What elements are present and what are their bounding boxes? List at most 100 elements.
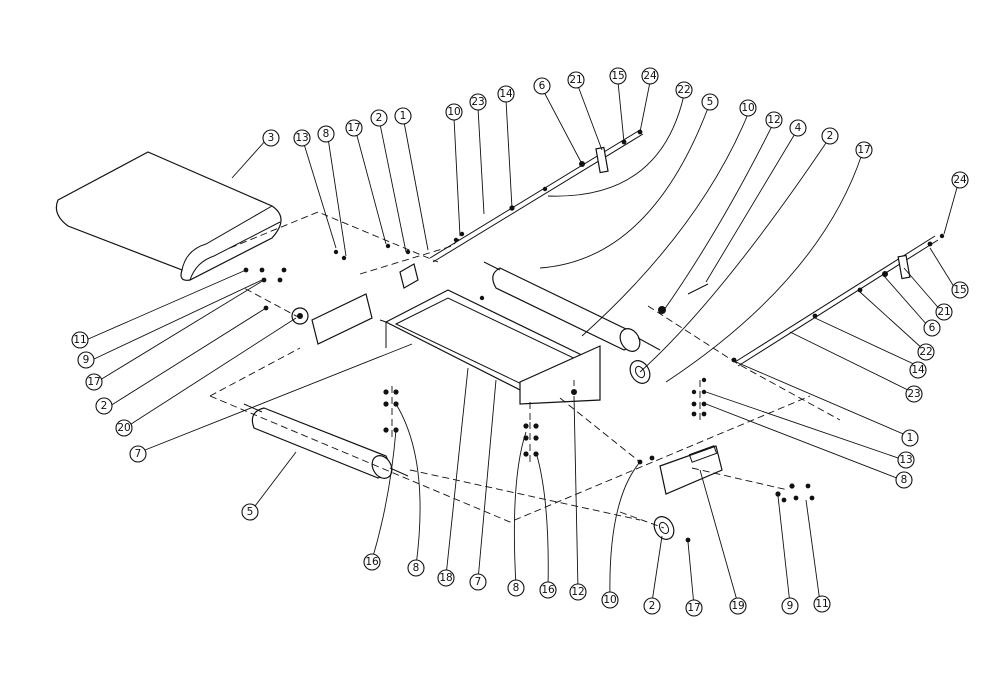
callout-13: 13: [293, 129, 311, 147]
right-bracket: [659, 445, 723, 495]
upper-tension-rod: [429, 129, 644, 263]
callout-8: 8: [895, 471, 913, 489]
svg-text:13: 13: [899, 454, 912, 466]
adjust-bolt: [658, 283, 709, 314]
callout-1: 1: [901, 429, 919, 447]
callout-15: 15: [951, 281, 969, 299]
svg-text:1: 1: [907, 432, 914, 444]
callout-2: 2: [370, 109, 388, 127]
svg-text:5: 5: [707, 96, 714, 108]
callout-21: 21: [567, 71, 585, 89]
right-tension-rod: [734, 233, 945, 367]
svg-text:24: 24: [953, 174, 967, 186]
callout-8: 8: [317, 125, 335, 143]
callout-6: 6: [533, 77, 551, 95]
svg-text:19: 19: [731, 600, 744, 612]
svg-text:11: 11: [815, 598, 828, 610]
svg-text:2: 2: [827, 130, 834, 142]
callout-5: 5: [701, 93, 719, 111]
svg-text:6: 6: [539, 80, 546, 92]
callout-24: 24: [951, 171, 969, 189]
callout-11: 11: [71, 331, 89, 349]
callout-17: 17: [85, 373, 103, 391]
callout-2: 2: [821, 127, 839, 145]
callout-22: 22: [917, 343, 935, 361]
conveyor-belt: [55, 151, 282, 281]
callout-21: 21: [935, 303, 953, 321]
callouts: 3 13 8 17 2 1 10 23 14 6 21 15 24 22 5 1…: [71, 67, 969, 617]
fasteners: [243, 231, 815, 543]
callout-17: 17: [855, 141, 873, 159]
callout-23: 23: [905, 385, 923, 403]
callout-2: 2: [643, 597, 661, 615]
svg-text:12: 12: [571, 586, 584, 598]
callout-17: 17: [685, 599, 703, 617]
svg-text:17: 17: [347, 122, 360, 134]
svg-text:16: 16: [541, 584, 555, 596]
svg-text:17: 17: [87, 376, 100, 388]
svg-text:24: 24: [643, 70, 657, 82]
svg-text:15: 15: [611, 70, 624, 82]
lower-roller: [243, 403, 409, 479]
callout-18: 18: [437, 569, 455, 587]
svg-text:16: 16: [365, 556, 379, 568]
svg-text:10: 10: [447, 106, 460, 118]
svg-text:7: 7: [475, 576, 482, 588]
callout-12: 12: [569, 583, 587, 601]
svg-text:6: 6: [929, 322, 936, 334]
platen-bed: [379, 289, 601, 405]
callout-3: 3: [262, 129, 280, 147]
callout-23: 23: [469, 93, 487, 111]
callout-12: 12: [765, 111, 783, 129]
svg-text:20: 20: [117, 422, 130, 434]
upper-roller: [483, 261, 661, 352]
callout-1: 1: [394, 107, 412, 125]
callout-15: 15: [609, 67, 627, 85]
svg-text:3: 3: [268, 132, 275, 144]
center-bracket: [399, 263, 419, 289]
callout-7: 7: [469, 573, 487, 591]
callout-8: 8: [407, 559, 425, 577]
svg-text:21: 21: [937, 306, 950, 318]
svg-text:12: 12: [767, 114, 780, 126]
svg-text:8: 8: [513, 582, 520, 594]
callout-10: 10: [601, 591, 619, 609]
callout-24: 24: [641, 67, 659, 85]
callout-19: 19: [729, 597, 747, 615]
callout-10: 10: [445, 103, 463, 121]
svg-text:1: 1: [400, 110, 407, 122]
svg-text:4: 4: [795, 122, 802, 134]
svg-text:10: 10: [741, 102, 754, 114]
callout-9: 9: [77, 351, 95, 369]
left-bracket: [291, 293, 373, 345]
callout-8: 8: [507, 579, 525, 597]
svg-text:15: 15: [953, 284, 966, 296]
svg-text:9: 9: [83, 354, 90, 366]
callout-5: 5: [241, 503, 259, 521]
callout-2: 2: [95, 397, 113, 415]
svg-text:17: 17: [857, 144, 870, 156]
callout-22: 22: [675, 81, 693, 99]
callout-16: 16: [539, 581, 557, 599]
svg-text:14: 14: [499, 88, 513, 100]
svg-text:9: 9: [787, 600, 794, 612]
svg-text:14: 14: [911, 364, 925, 376]
callout-7: 7: [129, 445, 147, 463]
callout-11: 11: [813, 595, 831, 613]
svg-text:13: 13: [295, 132, 308, 144]
svg-text:23: 23: [907, 388, 920, 400]
callout-9: 9: [781, 597, 799, 615]
leader-lines: [85, 81, 959, 607]
svg-text:2: 2: [376, 112, 383, 124]
svg-text:8: 8: [413, 562, 420, 574]
svg-text:18: 18: [439, 572, 452, 584]
svg-text:2: 2: [649, 600, 656, 612]
svg-text:10: 10: [603, 594, 616, 606]
svg-text:22: 22: [677, 84, 690, 96]
svg-text:21: 21: [569, 74, 582, 86]
callout-10: 10: [739, 99, 757, 117]
svg-text:22: 22: [919, 346, 932, 358]
callout-16: 16: [363, 553, 381, 571]
svg-text:23: 23: [471, 96, 484, 108]
